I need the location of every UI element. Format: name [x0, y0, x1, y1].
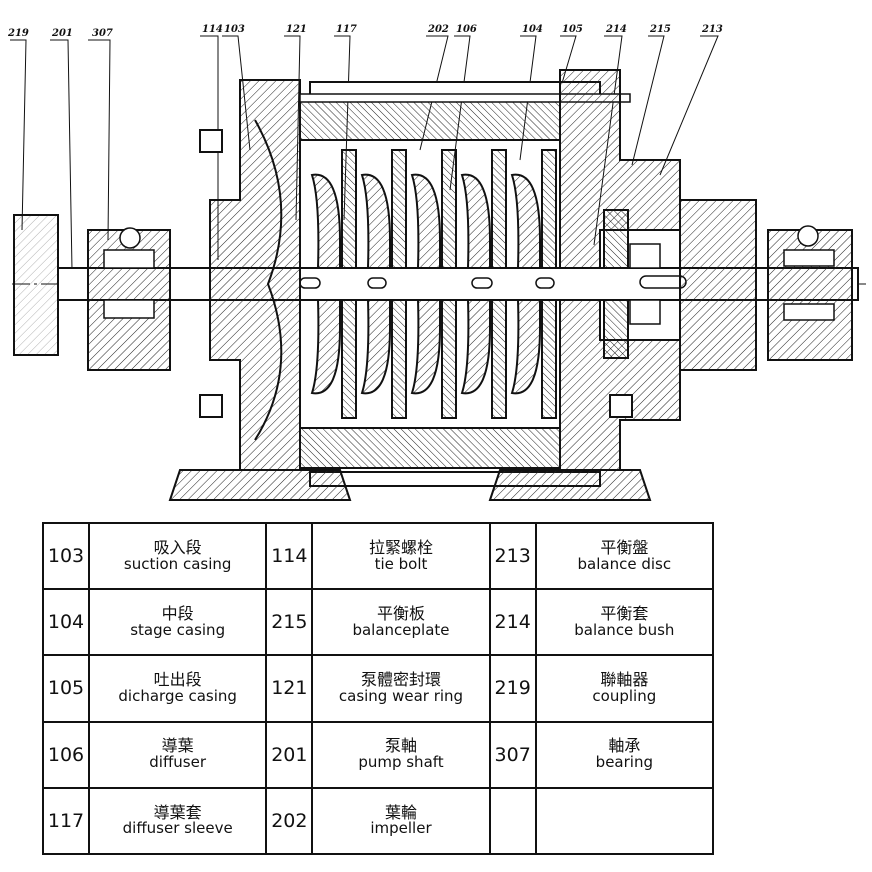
callout-label: 121: [286, 24, 307, 35]
part-number: 114: [265, 521, 314, 591]
part-name-zh: 導葉: [161, 736, 194, 756]
callout-label: 214: [606, 24, 627, 35]
part-name-en: suction casing: [123, 554, 232, 573]
part-number: 117: [42, 786, 90, 856]
part-name-zh: 吐出段: [153, 670, 202, 690]
left-bearing-housing: [87, 227, 171, 371]
callout-label: 307: [92, 28, 113, 39]
callout-label: 106: [456, 24, 477, 35]
callout-label: 103: [224, 24, 245, 35]
part-number: 121: [265, 654, 314, 723]
part-name-en: casing wear ring: [338, 686, 464, 705]
part-name-zh: 泵軸: [384, 736, 417, 756]
callout-label: 104: [522, 24, 543, 35]
part-name-zh: 平衡套: [600, 604, 649, 623]
part-number: 103: [42, 521, 90, 591]
part-name-zh: 泵體密封環: [360, 670, 441, 690]
part-name-zh: 拉緊螺栓: [368, 537, 433, 557]
part-name-zh: 吸入段: [153, 537, 202, 557]
pump-cross-section-drawing: [10, 35, 866, 501]
part-name-zh: 葉輪: [384, 802, 417, 822]
part-number: [488, 786, 537, 856]
callout-label: 202: [428, 24, 449, 35]
part-number: 215: [265, 588, 314, 657]
callout-label: 213: [702, 24, 723, 35]
impeller-stages: [310, 149, 557, 419]
part-number: 219: [488, 654, 537, 723]
part-name-en: coupling: [592, 686, 657, 705]
part-name-zh: 軸承: [608, 736, 641, 756]
part-number: 106: [42, 720, 90, 789]
part-number: 201: [265, 720, 314, 789]
callout-label: 105: [562, 24, 583, 35]
part-name-en: stage casing: [130, 620, 226, 639]
part-name-en: impeller: [370, 819, 432, 838]
part-number: 213: [488, 521, 537, 591]
part-name-zh: 中段: [161, 604, 194, 623]
part-name-en: diffuser: [149, 753, 207, 772]
callout-label: 219: [8, 28, 29, 39]
part-name-cell: [534, 786, 715, 856]
part-name-en: bearing: [595, 753, 653, 772]
part-name-en: balanceplate: [352, 620, 450, 639]
balance-disc: [603, 209, 661, 359]
part-name-zh: 導葉套: [153, 802, 202, 822]
callout-leaders: [10, 35, 719, 271]
callout-label: 117: [336, 24, 357, 35]
part-name-zh: 平衡盤: [600, 537, 649, 557]
callout-label: 201: [52, 28, 73, 39]
part-number: 202: [265, 786, 314, 856]
part-name-en: balance disc: [577, 554, 672, 573]
tie-bolt: [299, 93, 631, 103]
pump-feet: [168, 469, 652, 501]
part-number: 105: [42, 654, 90, 723]
right-bearing-housing: [679, 199, 853, 371]
part-number: 104: [42, 588, 90, 657]
part-name-en: tie bolt: [374, 554, 428, 573]
part-name-en: pump shaft: [358, 753, 444, 772]
callout-label: 114: [202, 24, 223, 35]
part-name-en: diffuser sleeve: [122, 819, 233, 838]
part-number: 214: [488, 588, 537, 657]
callout-label: 215: [650, 24, 671, 35]
part-name-zh: 平衡板: [376, 604, 425, 623]
coupling: [13, 214, 59, 356]
suction-casing: [199, 79, 301, 471]
part-name-en: dicharge casing: [118, 686, 237, 705]
part-number: 307: [488, 720, 537, 789]
part-name-en: balance bush: [574, 620, 675, 639]
part-name-zh: 聯軸器: [600, 670, 649, 690]
